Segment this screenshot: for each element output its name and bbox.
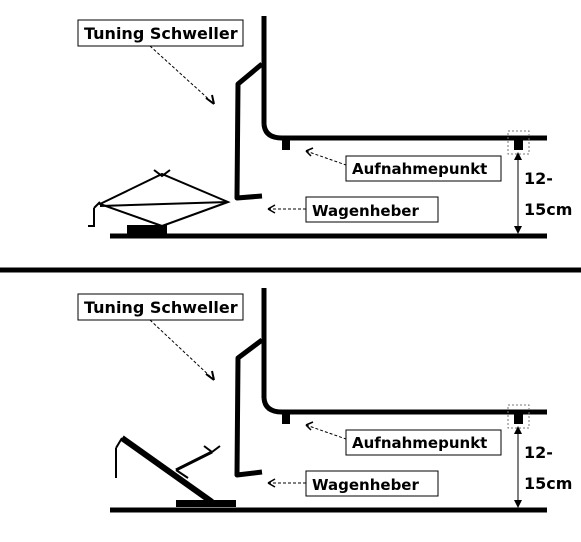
sill-label-box <box>77 19 244 47</box>
sill-label: Tuning Schweller <box>84 298 238 317</box>
panel-scissor-jack: Tuning Schweller Aufnahmepunkt Wagenhebe… <box>77 16 572 239</box>
car-underbody <box>261 123 547 141</box>
sill-label: Tuning Schweller <box>84 24 238 43</box>
sill-arrowhead <box>205 370 215 381</box>
jack-point-label: Aufnahmepunkt <box>352 160 487 178</box>
jack-label: Wagenheber <box>312 202 419 220</box>
jack-point-block <box>282 412 290 424</box>
clearance-value-line1: 12- <box>524 443 553 462</box>
panel-trolley-jack: Tuning Schweller Aufnahmepunkt Wagenhebe… <box>77 288 572 513</box>
jack-point-arrow-line <box>305 424 347 440</box>
car-underbody <box>261 397 547 415</box>
clearance-value-line2: 15cm <box>524 474 572 493</box>
jack-label: Wagenheber <box>312 476 419 494</box>
jack-point-label-box <box>345 155 502 182</box>
jack-point-arrowhead <box>305 421 314 431</box>
trolley-jack <box>115 435 236 507</box>
jack-point-label-box <box>345 429 502 456</box>
sill-label-box <box>77 293 244 321</box>
clearance-value-line1: 12- <box>524 169 553 188</box>
jack-point-block-right <box>514 138 523 150</box>
jack-label-box <box>305 470 439 497</box>
sill-arrow-line <box>149 45 215 105</box>
jack-point-block <box>282 138 290 150</box>
jack-point-label: Aufnahmepunkt <box>352 434 487 452</box>
jack-point-marker <box>507 404 530 429</box>
jack-arrowhead <box>267 478 276 488</box>
jack-arrowhead <box>267 204 276 214</box>
sill-arrow-line <box>149 319 215 381</box>
tuning-sill <box>234 62 264 201</box>
tuning-sill <box>234 338 264 478</box>
jack-point-block-right <box>514 412 523 424</box>
sill-arrowhead <box>205 94 215 105</box>
jack-label-box <box>305 196 439 223</box>
jack-point-marker <box>507 130 530 155</box>
jack-point-arrow-line <box>305 150 347 166</box>
clearance-value-line2: 15cm <box>524 200 572 219</box>
scissor-jack <box>88 169 231 234</box>
jack-point-arrowhead <box>305 147 314 157</box>
